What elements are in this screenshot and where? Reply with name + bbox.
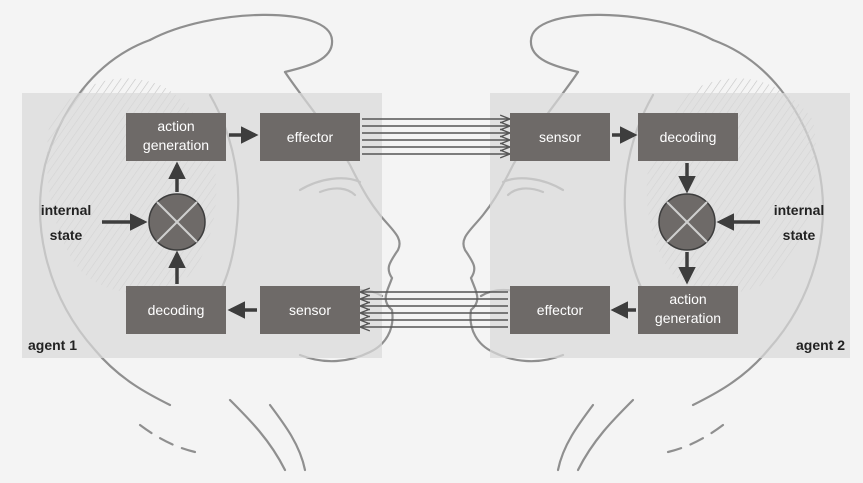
agent1-effector-box: effector: [260, 113, 360, 161]
agent2-effector-label: effector: [537, 302, 584, 318]
agent2-sensor-label: sensor: [539, 129, 581, 145]
agent1-decoding-label: decoding: [148, 302, 205, 318]
agent1-sensor-label: sensor: [289, 302, 331, 318]
agent1-action-generation-box: action generation: [126, 113, 226, 161]
agent1-arrows: [102, 126, 259, 319]
agent2-combiner-icon: [658, 193, 716, 251]
agent2-label: agent 2: [796, 337, 845, 353]
agent2-action-generation-box: action generation: [638, 286, 738, 334]
agent1-combiner-icon: [148, 193, 206, 251]
agent1-action-generation-label-line2: generation: [143, 137, 209, 153]
agent2-internal-state-line2: state: [783, 227, 816, 243]
channel-agent1-to-agent2: [362, 119, 508, 154]
agent1-label: agent 1: [28, 337, 77, 353]
agent2-decoding-box: decoding: [638, 113, 738, 161]
agent1-internal-state-line2: state: [50, 227, 83, 243]
agent1-sensor-box: sensor: [260, 286, 360, 334]
agent2-sensor-box: sensor: [510, 113, 610, 161]
agent2-effector-box: effector: [510, 286, 610, 334]
agent1-effector-label: effector: [287, 129, 334, 145]
agent1-internal-state-line1: internal: [41, 202, 92, 218]
agent2-arrows: [610, 126, 760, 319]
channel-agent2-to-agent1: [362, 292, 508, 327]
agent1-decoding-box: decoding: [126, 286, 226, 334]
agent2-decoding-label: decoding: [660, 129, 717, 145]
agent1-action-generation-label-line1: action: [157, 118, 194, 134]
agent2-action-generation-label-line2: generation: [655, 310, 721, 326]
agent2-internal-state-line1: internal: [774, 202, 825, 218]
agent2-action-generation-label-line1: action: [669, 291, 706, 307]
